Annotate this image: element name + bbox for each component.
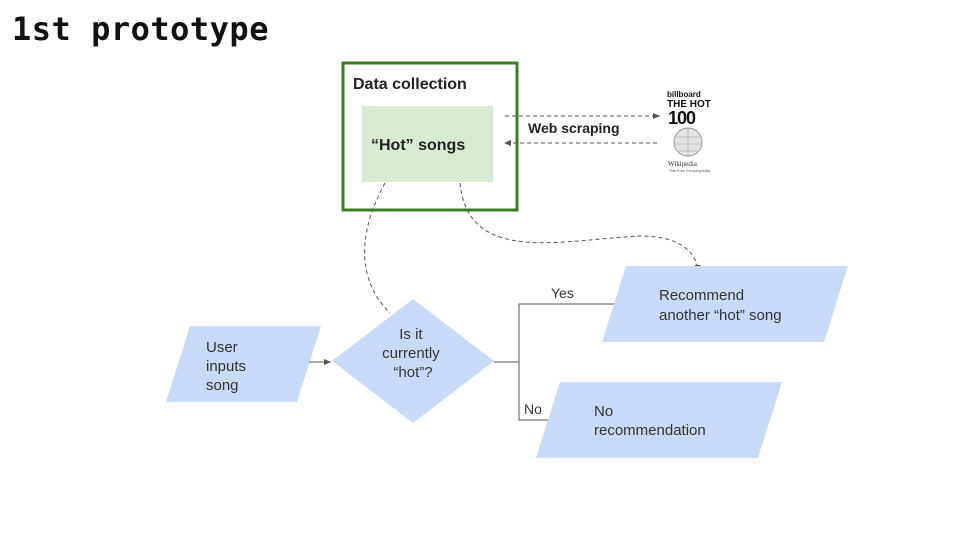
billboard-wordmark: billboard xyxy=(667,90,701,99)
user-input-text: User inputs song xyxy=(206,339,250,394)
hot-songs-label: “Hot” songs xyxy=(371,137,465,154)
yes-label: Yes xyxy=(551,285,574,301)
hot-songs-box xyxy=(362,106,493,182)
yes-branch-arrow xyxy=(494,301,626,363)
web-scraping-label: Web scraping xyxy=(528,120,620,136)
recommend-text: Recommend another “hot” song xyxy=(659,287,782,324)
hot-songs-to-decision-connector xyxy=(364,182,391,314)
wikipedia-wordmark: Wikipedia xyxy=(668,160,698,168)
decision-diamond xyxy=(332,299,494,423)
billboard-hot-text: THE HOT xyxy=(667,99,711,110)
no-recommendation-text: No recommendation xyxy=(594,403,706,439)
recommend-shape xyxy=(602,266,848,342)
wikipedia-globe-icon: Wikipedia The Free Encyclopedia xyxy=(668,127,711,173)
billboard-100-text: 100 xyxy=(668,108,696,128)
slide-title: 1st prototype xyxy=(12,10,269,48)
hot-songs-to-recommend-connector xyxy=(459,182,701,273)
no-label: No xyxy=(524,401,542,417)
billboard-logo: billboard THE HOT 100 xyxy=(667,90,711,128)
wikipedia-tagline: The Free Encyclopedia xyxy=(669,168,711,173)
no-recommendation-shape xyxy=(536,382,782,458)
decision-text: Is it currently “hot”? xyxy=(382,326,444,381)
user-input-shape xyxy=(166,326,321,402)
data-collection-title: Data collection xyxy=(353,76,467,93)
no-branch-arrow xyxy=(518,362,558,423)
